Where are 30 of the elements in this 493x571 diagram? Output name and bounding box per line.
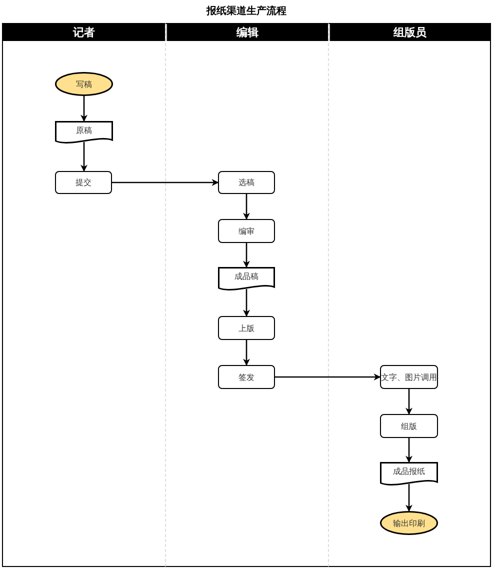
- terminal-ellipse: 输出印刷: [380, 511, 438, 535]
- document-shape: 成品报纸: [380, 462, 438, 486]
- arrow: [80, 96, 88, 122]
- arrow: [406, 484, 412, 512]
- terminal-ellipse: 写稿: [55, 72, 113, 96]
- arrow: [243, 340, 250, 366]
- lane-header: 组版员: [329, 24, 490, 41]
- arrow: [112, 179, 219, 186]
- process-box: 选稿: [218, 171, 275, 194]
- swimlane: [165, 23, 328, 567]
- arrow: [243, 289, 250, 317]
- process-box: 提交: [55, 171, 112, 194]
- process-box: 编审: [218, 219, 275, 243]
- lane-header: 编辑: [166, 24, 328, 41]
- process-box: 文字、图片调用: [380, 365, 438, 389]
- diagram-title: 报纸渠道生产流程: [205, 4, 288, 18]
- swimlane: [2, 23, 165, 567]
- document-shape: 原稿: [55, 121, 113, 144]
- arrow: [80, 142, 88, 172]
- process-box: 签发: [218, 365, 275, 389]
- arrow: [243, 243, 250, 268]
- document-shape: 成品稿: [218, 267, 275, 291]
- process-box: 上版: [218, 316, 275, 340]
- arrow: [275, 374, 381, 380]
- swimlane: [328, 23, 491, 567]
- arrow: [243, 194, 250, 220]
- arrow: [406, 389, 412, 415]
- lane-header: 记者: [3, 24, 165, 41]
- process-box: 组版: [380, 414, 438, 438]
- arrow: [406, 438, 412, 463]
